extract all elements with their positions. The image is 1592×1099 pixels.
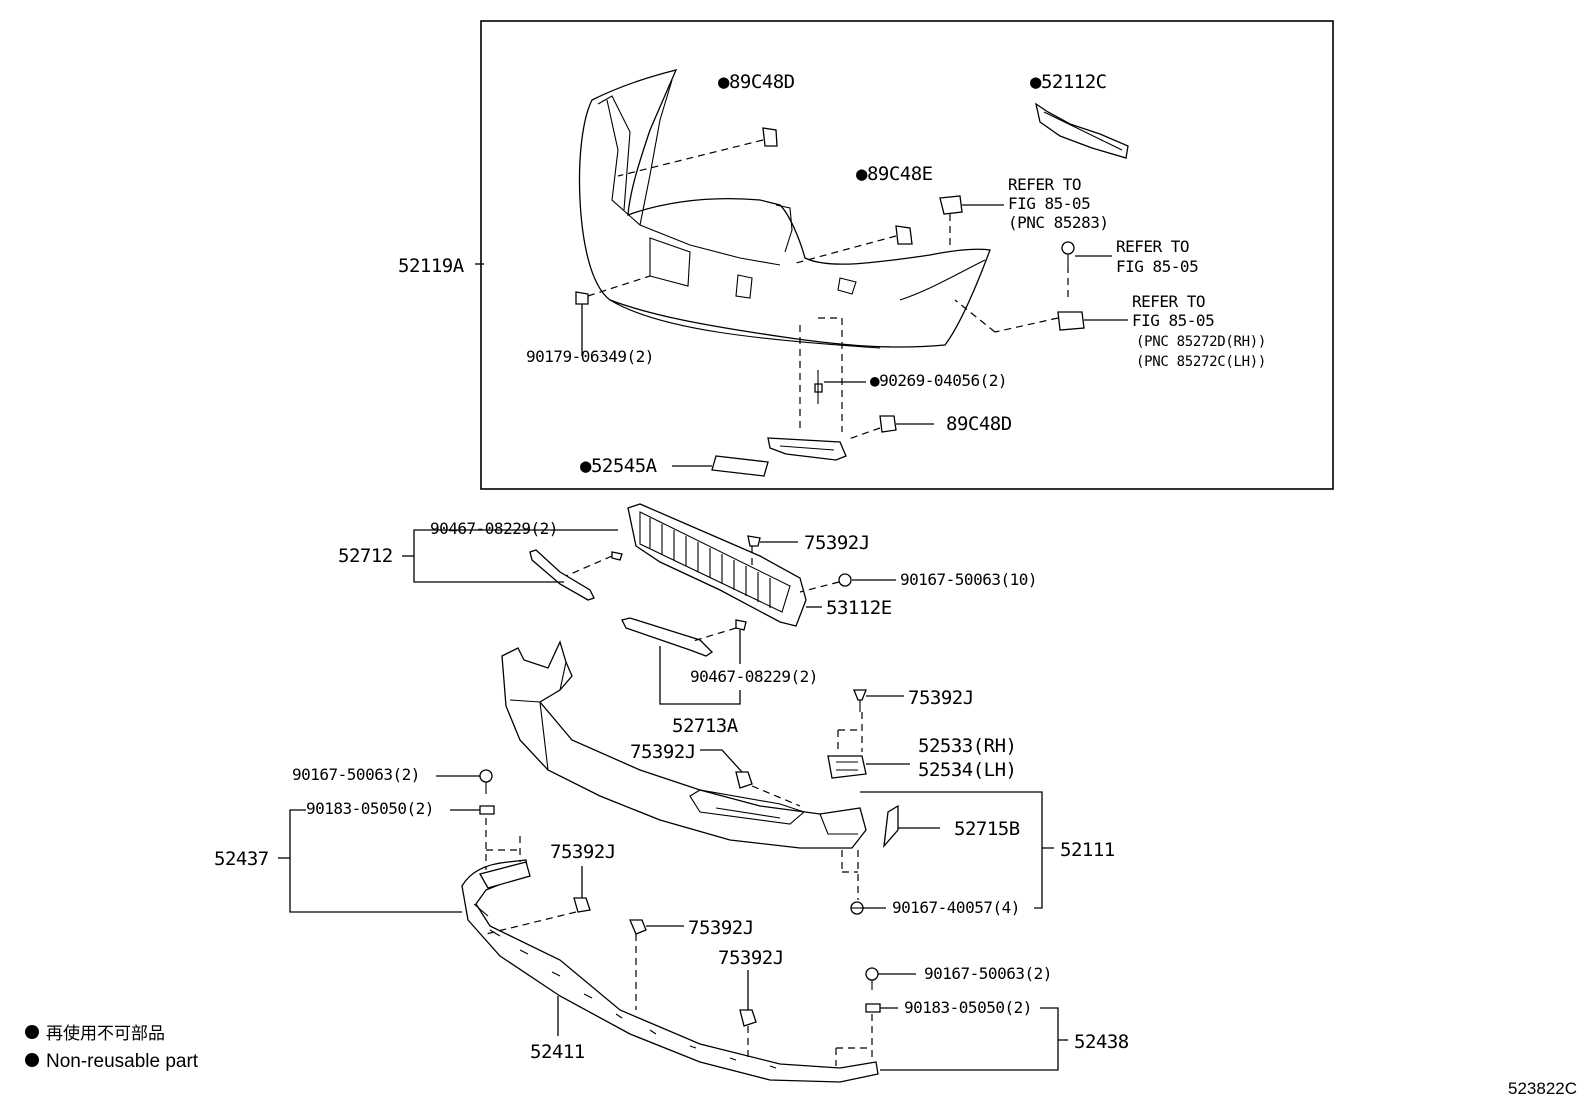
spoiler-52411 (461, 859, 879, 1083)
absorber-52111 (501, 640, 867, 849)
label-75392j-f: 75392J (718, 947, 784, 969)
label-75392j-a: 75392J (804, 532, 870, 554)
label-52112c: ●52112C (1030, 71, 1107, 93)
label-89c48d-top: ●89C48D (718, 71, 795, 93)
nut-90179 (575, 291, 589, 305)
label-52533: 52533(RH) (918, 735, 1016, 757)
screw-90269 (814, 370, 823, 404)
legend-jp: 再使用不可部品 (46, 1023, 165, 1043)
clip-89c48d-bottom (879, 415, 897, 433)
screw-refer2 (1061, 241, 1075, 266)
nut-90183-b (865, 1003, 881, 1013)
refer1-line1: REFER TO (1008, 175, 1081, 194)
label-89c48d-bottom: 89C48D (946, 413, 1012, 435)
clip-90467-b (735, 619, 747, 631)
refer2-line1: REFER TO (1116, 237, 1189, 256)
label-52534: 52534(LH) (918, 759, 1016, 781)
label-52119a: 52119A (398, 255, 465, 277)
seal-52715b (883, 804, 899, 849)
label-75392j-d: 75392J (550, 841, 616, 863)
label-53112e: 53112E (826, 597, 892, 619)
clip-90467-a (611, 551, 623, 561)
screw-90167-50063-b (865, 967, 879, 990)
label-52713a: 52713A (672, 715, 739, 737)
label-90467-a: 90467-08229(2) (430, 519, 558, 538)
label-75392j-b: 75392J (908, 687, 974, 709)
label-90183-a: 90183-05050(2) (306, 799, 434, 818)
screw-90167-40057 (850, 901, 864, 915)
clip-89c48e (895, 225, 913, 245)
bracket-52533 (827, 755, 867, 779)
bumper-cover-drawing (578, 69, 991, 349)
molding-52713a (621, 617, 714, 657)
label-90167-2b: 90167-50063(2) (924, 964, 1052, 983)
bracket-85283 (939, 195, 963, 215)
refer1-line3: (PNC 85283) (1008, 213, 1108, 232)
clip-75392j-e (629, 919, 647, 935)
illustration-id: 523822C (1508, 1079, 1577, 1098)
molding-52712 (529, 549, 595, 601)
legend-bullet-icon-2 (25, 1053, 39, 1067)
nut-90183-a (479, 805, 495, 815)
refer3-line2: FIG 85-05 (1132, 311, 1214, 330)
clip-89c48d-top (762, 127, 778, 147)
clip-75392j-d (573, 897, 591, 913)
film-52545a (711, 455, 769, 477)
label-52411: 52411 (530, 1041, 585, 1063)
label-90269: ●90269-04056(2) (870, 371, 1007, 390)
refer1-line2: FIG 85-05 (1008, 194, 1090, 213)
label-52545a: ●52545A (580, 455, 658, 477)
label-52715b: 52715B (954, 818, 1020, 840)
bracket-52437 (479, 861, 531, 889)
label-52437: 52437 (214, 848, 269, 870)
label-52712: 52712 (338, 545, 393, 567)
refer2-line2: FIG 85-05 (1116, 257, 1198, 276)
refer3-line4: (PNC 85272C(LH)) (1136, 354, 1266, 370)
retainer-52112c (1035, 102, 1129, 159)
clip-75392j-f (739, 1009, 757, 1027)
inset-frame (480, 20, 1334, 490)
label-90167-40057: 90167-40057(4) (892, 898, 1020, 917)
label-90167-10: 90167-50063(10) (900, 570, 1037, 589)
label-75392j-c: 75392J (630, 741, 696, 763)
clip-75392j-c (735, 771, 753, 789)
label-90179: 90179-06349(2) (526, 347, 654, 366)
label-90167-2a: 90167-50063(2) (292, 765, 420, 784)
label-75392j-e: 75392J (688, 917, 754, 939)
screw-90167-50063-a (479, 769, 493, 794)
label-90467-b: 90467-08229(2) (690, 667, 818, 686)
label-89c48e: ●89C48E (856, 163, 933, 185)
refer3-line3: (PNC 85272D(RH)) (1136, 334, 1266, 350)
refer3-line1: REFER TO (1132, 292, 1205, 311)
legend-en: Non-reusable part (46, 1051, 199, 1072)
clip-75392j-b (853, 689, 867, 712)
legend-bullet-icon (25, 1025, 39, 1039)
tow-cover (767, 437, 847, 461)
bracket-85272 (1057, 311, 1085, 331)
clip-75392j-a (747, 535, 761, 547)
nut-90167-10 (838, 573, 852, 587)
label-90183-b: 90183-05050(2) (904, 998, 1032, 1017)
label-52111: 52111 (1060, 839, 1115, 861)
label-52438: 52438 (1074, 1031, 1129, 1053)
grille-53112e (627, 503, 807, 627)
